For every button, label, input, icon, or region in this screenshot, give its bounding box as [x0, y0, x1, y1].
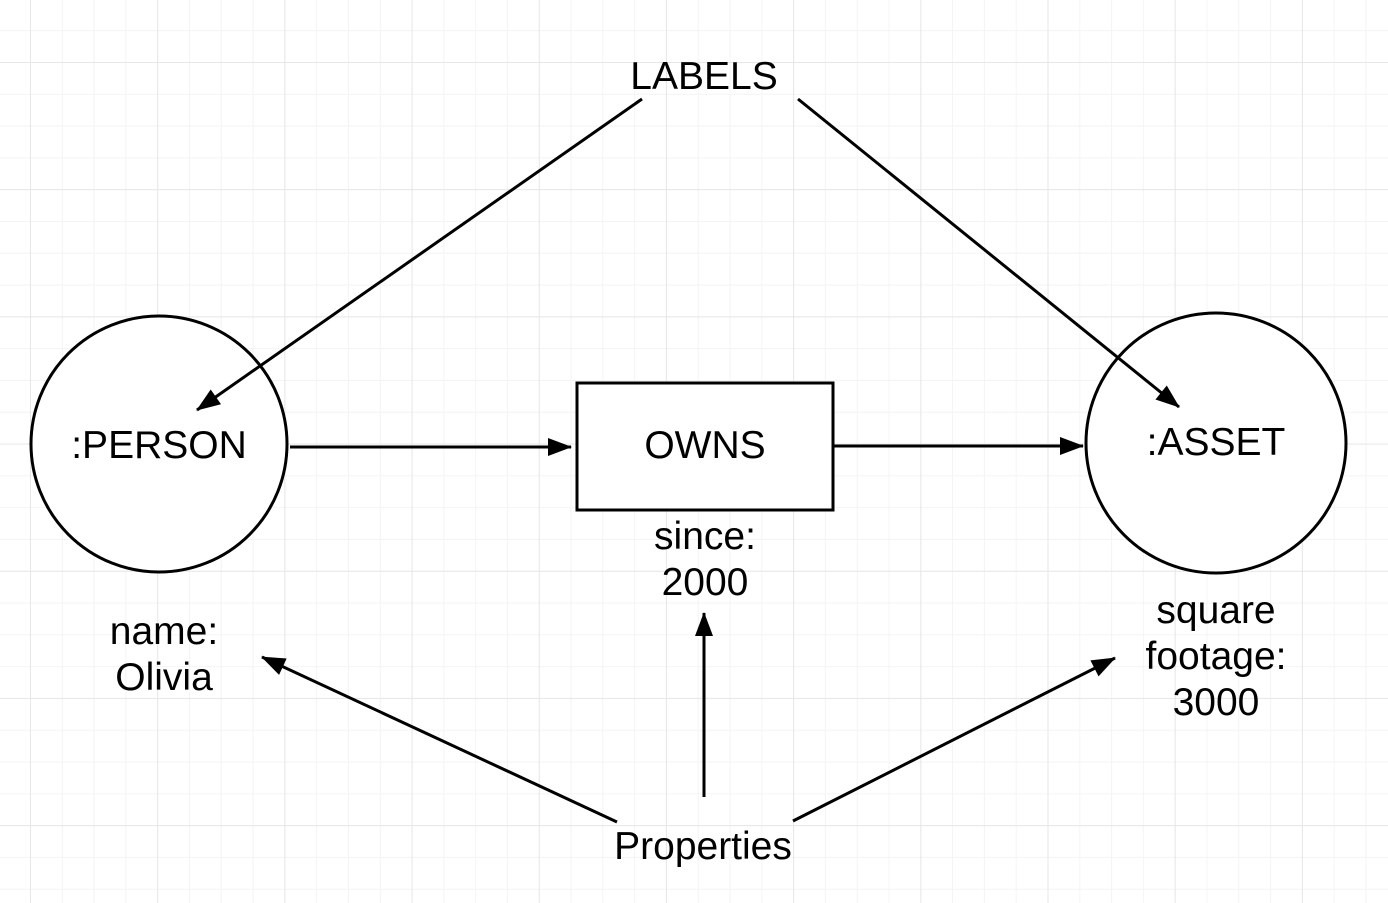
arrow-properties-to-person-property — [261, 655, 618, 824]
person-property-line: name: — [109, 610, 219, 653]
person-property-line: Olivia — [115, 656, 213, 699]
asset-node-circle — [1084, 311, 1348, 575]
labels-heading: LABELS — [630, 55, 778, 98]
arrow-properties-to-asset-property — [792, 656, 1116, 823]
properties-heading: Properties — [614, 825, 792, 868]
asset-property-line: square — [1156, 589, 1276, 632]
relationship-property-line: 2000 — [661, 561, 749, 604]
owns-relationship-label: OWNS — [644, 424, 766, 467]
asset-property-line: 3000 — [1172, 681, 1260, 724]
asset-properties: square footage: 3000 — [1146, 588, 1287, 726]
relationship-property-line: since: — [654, 515, 756, 558]
person-node-circle — [29, 314, 289, 574]
person-properties: name: Olivia — [110, 609, 218, 701]
arrow-labels-to-person — [196, 97, 643, 412]
asset-node-label: :ASSET — [1146, 421, 1286, 464]
asset-property-line: footage: — [1145, 635, 1287, 678]
arrow-labels-to-asset — [797, 97, 1180, 409]
owns-relationship-box — [575, 381, 835, 512]
relationship-properties: since: 2000 — [654, 514, 756, 606]
person-node-label: :PERSON — [71, 424, 247, 467]
